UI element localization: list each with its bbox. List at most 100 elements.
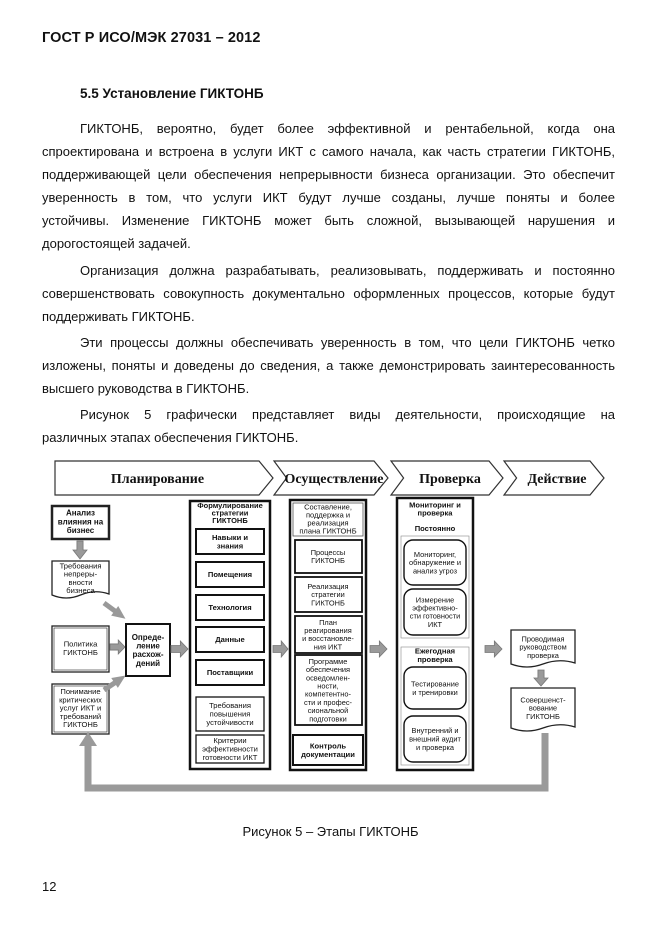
do-item-box [294, 615, 363, 654]
diagram-label: Данные [215, 635, 245, 644]
diagram-label: анализ угроз [413, 566, 458, 575]
diagram-label: ности, [317, 681, 338, 690]
feedback-loop [84, 733, 549, 792]
text-line: изложены, поняты и доведены до сведения,… [42, 358, 615, 373]
diagram-label: компетентно- [305, 690, 351, 699]
planning-input-box [51, 560, 110, 599]
diagram-label: готовности ИКТ [203, 753, 258, 762]
do-item-box [294, 539, 363, 574]
text-line: спроектирована и встроена в услуги ИКТ с… [42, 144, 615, 159]
diagram-label: повышения [210, 710, 251, 719]
text-line: различных этапах обеспечения ГИКТОНБ. [42, 430, 299, 445]
diagram-label: Ежегодная [415, 646, 455, 655]
text-line: поддерживать ГИКТОНБ. [42, 309, 195, 324]
check-column [395, 496, 475, 772]
phase-label: Планирование [111, 472, 204, 487]
check-continuous-label: Постоянно [415, 524, 456, 533]
check-item-box [403, 539, 467, 586]
planning-input-box [51, 683, 110, 735]
diagram-label: Совершенст- [520, 695, 566, 704]
strategy-item-box [195, 528, 265, 555]
diagram-label: бизнес [67, 526, 95, 535]
figure-caption: Рисунок 5 – Этапы ГИКТОНБ [242, 824, 419, 839]
diagram-label: эффективно- [412, 603, 458, 612]
page-number: 12 [42, 879, 57, 894]
diagram-label: ГИКТОНБ [212, 516, 248, 525]
phase-chevron [502, 460, 605, 496]
diagram-label: поддержка и [306, 511, 350, 520]
feedback-arrow-head [79, 732, 97, 746]
diagram-label: Требования [209, 701, 251, 710]
diagram-label: знания [217, 541, 243, 550]
diagram-label: ИКТ [428, 620, 443, 629]
text-line: совершенствовать совокупность документал… [42, 286, 615, 301]
diagram-label: Проводимая [522, 634, 565, 643]
diagram-label: Критерии [213, 736, 246, 745]
diagram-label: ление [136, 641, 160, 650]
diagram-label: обеспечения [306, 665, 350, 674]
flow-arrow [369, 640, 388, 658]
diagram-label: стратегии [212, 509, 249, 518]
act-item-box [510, 629, 576, 668]
check-item-box [403, 666, 467, 710]
diagram-label: ГИКТОНБ [311, 598, 345, 607]
phase-label: Проверка [419, 472, 481, 487]
diagram-label: сти и профес- [304, 698, 353, 707]
diagram-label: Измерение [416, 595, 454, 604]
flow-arrow-diag-head [111, 606, 126, 619]
document-header: ГОСТ Р ИСО/МЭК 27031 – 2012 [42, 30, 261, 46]
diagram-label: сиональной [308, 706, 349, 715]
flow-arrow [484, 640, 503, 658]
diagram-label: ГИКТОНБ [311, 556, 345, 565]
do-header-box [292, 502, 364, 537]
diagram-label: услуг ИКТ и [60, 704, 102, 713]
phase-label: Осуществление [284, 472, 383, 487]
strategy-column [188, 499, 272, 771]
text-line: поддерживающей цели обеспечения непрерыв… [42, 167, 615, 182]
diagram-label: дений [136, 659, 160, 668]
flow-arrow [109, 639, 126, 655]
diagram-label: проверка [527, 651, 560, 660]
text-line: устойчивы. Изменение ГИКТОНБ может быть … [42, 213, 615, 228]
diagram-label: Реализация [307, 582, 348, 591]
phase-chevron [389, 460, 504, 496]
do-item-box [294, 654, 363, 726]
diagram-label: Понимание [60, 687, 100, 696]
diagram-label: непреры- [64, 570, 98, 579]
text-line: уверенность в том, что услуги ИКТ будут … [42, 190, 615, 205]
diagram-label: ГИКТОНБ [63, 720, 98, 729]
diagram-label: ГИКТОНБ [63, 648, 98, 657]
section-title: 5.5 Установление ГИКТОНБ [80, 86, 264, 101]
diagram-label: Тестирование [411, 679, 459, 688]
flow-arrow [170, 640, 189, 658]
paragraph-4: Рисунок 5 графически представляет виды д… [42, 403, 615, 449]
planning-input-inner [53, 627, 108, 671]
flow-arrow [72, 540, 88, 560]
diagram-label: Навыки и [212, 533, 248, 542]
planning-input-box [50, 504, 111, 541]
diagram-label: влияния на [58, 517, 104, 526]
diagram-label: проверка [418, 509, 454, 518]
strategy-item-box [195, 659, 265, 686]
diagram-label: руководством [519, 643, 566, 652]
strategy-item-box [195, 626, 265, 653]
do-column [288, 498, 368, 772]
diagram-label: Процессы [311, 548, 346, 557]
diagram-label: обнаружение и [409, 558, 461, 567]
flow-arrow-diag [102, 677, 121, 693]
diagram-label: внешний аудит [409, 735, 461, 744]
text-line: высшего руководства в ГИКТОНБ. [42, 381, 250, 396]
phase-label: Действие [527, 472, 586, 487]
check-item-box [403, 588, 467, 636]
check-group-frame [400, 535, 470, 639]
diagram-label: Контроль [310, 742, 346, 751]
paragraph-3: Эти процессы должны обеспечивать уверенн… [42, 331, 615, 400]
diagram-label: Опреде- [132, 633, 165, 642]
strategy-item-box [195, 561, 265, 588]
text-line: Эти процессы должны обеспечивать уверенн… [80, 335, 615, 350]
check-item-box [403, 715, 467, 763]
phase-chevron [54, 460, 274, 496]
text-line: дорогостоящей задачей. [42, 236, 191, 251]
text-line: Организация должна разрабатывать, реализ… [80, 263, 615, 278]
diagram-label: подготовки [309, 714, 346, 723]
